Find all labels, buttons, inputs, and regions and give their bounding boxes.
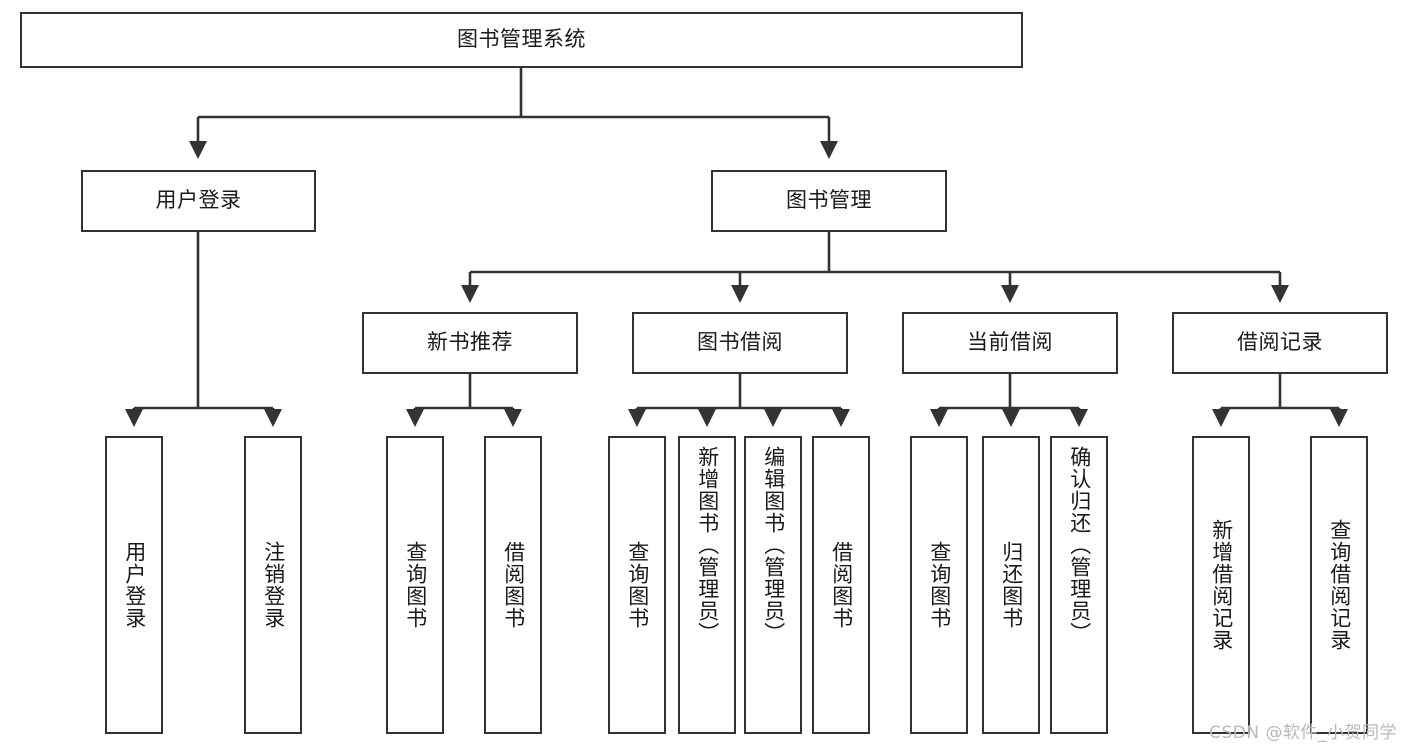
node-leaf-borrow-book-2-label: 借阅图书 — [829, 541, 854, 629]
node-borrow-record[interactable]: 借阅记录 — [1172, 312, 1388, 374]
node-book-borrow-label: 图书借阅 — [697, 330, 783, 355]
node-leaf-edit-book-admin-label: 编辑图书（管理员） — [761, 446, 786, 644]
node-leaf-query-book-3-label: 查询图书 — [927, 541, 952, 629]
node-leaf-add-borrow-record[interactable]: 新增借阅记录 — [1192, 436, 1250, 734]
node-leaf-edit-book-admin[interactable]: 编辑图书（管理员） — [744, 436, 802, 734]
node-leaf-query-book-2-label: 查询图书 — [625, 541, 650, 629]
node-book-management-label: 图书管理 — [786, 188, 872, 213]
node-leaf-query-borrow-record[interactable]: 查询借阅记录 — [1310, 436, 1368, 734]
node-leaf-borrow-book-1-label: 借阅图书 — [501, 541, 526, 629]
node-leaf-borrow-book-1[interactable]: 借阅图书 — [484, 436, 542, 734]
node-leaf-confirm-return-admin-label: 确认归还（管理员） — [1067, 446, 1092, 644]
node-leaf-add-borrow-record-label: 新增借阅记录 — [1209, 519, 1234, 651]
node-leaf-return-book[interactable]: 归还图书 — [982, 436, 1040, 734]
node-leaf-return-book-label: 归还图书 — [999, 541, 1024, 629]
node-leaf-query-book-1-label: 查询图书 — [403, 541, 428, 629]
node-leaf-borrow-book-2[interactable]: 借阅图书 — [812, 436, 870, 734]
node-new-book-recommend-label: 新书推荐 — [427, 330, 513, 355]
node-leaf-confirm-return-admin[interactable]: 确认归还（管理员） — [1050, 436, 1108, 734]
node-leaf-user-login-label: 用户登录 — [122, 541, 147, 629]
node-borrow-record-label: 借阅记录 — [1237, 330, 1323, 355]
node-leaf-query-book-3[interactable]: 查询图书 — [910, 436, 968, 734]
node-current-borrow-label: 当前借阅 — [967, 330, 1053, 355]
csdn-watermark: CSDN @软件_小贺同学 — [1209, 723, 1397, 743]
node-leaf-query-borrow-record-label: 查询借阅记录 — [1327, 519, 1352, 651]
node-leaf-user-logout[interactable]: 注销登录 — [244, 436, 302, 734]
node-root-label: 图书管理系统 — [457, 27, 586, 52]
node-leaf-add-book-admin[interactable]: 新增图书（管理员） — [678, 436, 736, 734]
node-user-login[interactable]: 用户登录 — [81, 170, 316, 232]
node-leaf-query-book-1[interactable]: 查询图书 — [386, 436, 444, 734]
node-current-borrow[interactable]: 当前借阅 — [902, 312, 1118, 374]
node-root[interactable]: 图书管理系统 — [20, 12, 1023, 68]
node-book-borrow[interactable]: 图书借阅 — [632, 312, 848, 374]
node-user-login-label: 用户登录 — [155, 188, 242, 213]
node-leaf-add-book-admin-label: 新增图书（管理员） — [695, 446, 720, 644]
node-new-book-recommend[interactable]: 新书推荐 — [362, 312, 578, 374]
node-leaf-query-book-2[interactable]: 查询图书 — [608, 436, 666, 734]
node-book-management[interactable]: 图书管理 — [711, 170, 947, 232]
node-leaf-user-logout-label: 注销登录 — [261, 541, 286, 629]
node-leaf-user-login[interactable]: 用户登录 — [105, 436, 163, 734]
